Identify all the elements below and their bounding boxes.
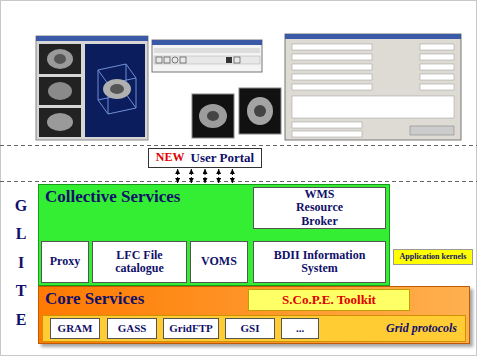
service-box: VOMS <box>190 241 248 283</box>
protocol-box: GASS <box>107 318 157 339</box>
divider-line <box>0 181 477 182</box>
vertical-letter: T <box>12 282 30 300</box>
link-arrow <box>205 169 206 183</box>
link-arrow <box>218 169 219 183</box>
service-group: Collective Services WMS Resource BrokerPr… <box>38 184 390 286</box>
kernels-label: Application kernels <box>400 253 467 262</box>
protocol-label: ... <box>296 322 304 334</box>
protocol-box: GRAM <box>50 318 100 339</box>
band-label: Grid protocols <box>386 322 457 335</box>
toolkit-box: S.Co.P.E. Toolkit <box>248 289 410 311</box>
link-arrow <box>177 169 178 183</box>
settings-dialog <box>285 34 461 140</box>
service-box: Proxy <box>41 241 89 283</box>
protocol-label: GSI <box>241 322 260 334</box>
image-thumbnails <box>192 88 281 138</box>
protocol-label: GRAM <box>58 322 93 334</box>
viewer-screenshot <box>36 36 148 140</box>
service-label: LFC File catalogue <box>95 249 184 275</box>
service-box: BDII Information System <box>253 241 386 283</box>
divider-line <box>0 145 477 146</box>
vertical-letter: G <box>12 197 30 215</box>
kernels-box: Application kernels <box>393 249 473 265</box>
group-title: Collective Services <box>45 188 180 207</box>
service-label: WMS Resource Broker <box>284 188 356 228</box>
protocol-label: GASS <box>118 322 147 334</box>
portal-box: NEW User Portal <box>148 148 262 168</box>
vertical-letter: E <box>12 311 30 329</box>
service-box: LFC File catalogue <box>92 241 187 283</box>
service-box: WMS Resource Broker <box>253 187 386 229</box>
protocol-box: GSI <box>225 318 275 339</box>
protocol-label: GridFTP <box>169 322 212 334</box>
protocol-box: GridFTP <box>163 318 219 339</box>
protocol-box: ... <box>281 318 319 339</box>
link-arrow <box>191 169 192 183</box>
toolkit-label: S.Co.P.E. Toolkit <box>282 293 376 307</box>
service-group: Core Services S.Co.P.E. ToolkitGrid proto… <box>38 286 470 344</box>
link-arrow <box>232 169 233 183</box>
toolbar-window <box>152 40 262 72</box>
new-badge: NEW <box>156 151 185 164</box>
service-label: Proxy <box>50 255 80 268</box>
portal-label: User Portal <box>191 151 255 165</box>
service-label: VOMS <box>201 255 237 268</box>
protocol-band: Grid protocols GRAM GASS GridFTP GSI... <box>42 315 466 342</box>
vertical-letter: L <box>12 225 30 243</box>
vertical-letter: I <box>12 254 30 272</box>
group-title: Core Services <box>45 290 144 309</box>
service-label: BDII Information System <box>256 249 383 275</box>
